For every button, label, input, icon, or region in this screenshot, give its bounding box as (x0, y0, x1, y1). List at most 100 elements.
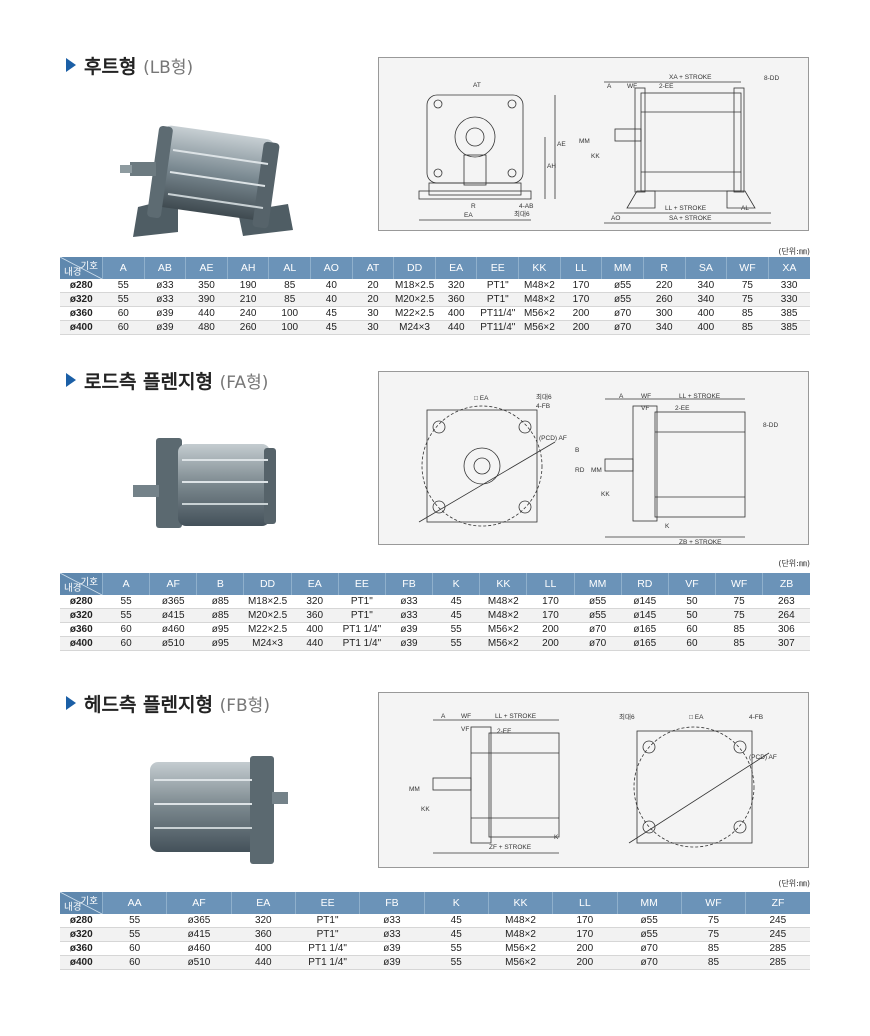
svg-text:MM: MM (591, 467, 602, 474)
value-cell: PT1 1/4" (295, 955, 360, 970)
column-header: AT (351, 257, 394, 279)
svg-text:LL + STROKE: LL + STROKE (665, 205, 707, 212)
svg-text:KK: KK (421, 806, 430, 813)
value-cell: 200 (526, 622, 575, 637)
value-cell: 85 (681, 941, 746, 956)
value-cell: ø85 (196, 595, 244, 609)
value-cell: 45 (424, 914, 489, 928)
value-cell: 340 (643, 320, 686, 335)
bore-cell: ø360 (60, 941, 103, 956)
value-cell: ø70 (574, 622, 622, 637)
value-cell: 340 (685, 292, 727, 307)
svg-text:최대6: 최대6 (619, 712, 635, 721)
value-cell: PT1" (295, 914, 360, 928)
column-header: B (196, 573, 244, 595)
column-header: LL (526, 573, 575, 595)
bore-cell: ø400 (60, 955, 103, 970)
value-cell: ø95 (196, 622, 244, 637)
svg-text:AH: AH (547, 163, 556, 170)
svg-text:KK: KK (591, 153, 600, 160)
svg-text:A: A (607, 83, 612, 90)
value-cell: 75 (681, 927, 746, 942)
value-cell: 60 (102, 622, 150, 637)
value-cell: 55 (424, 941, 489, 956)
value-cell: 170 (560, 279, 602, 293)
column-header: MM (616, 892, 682, 914)
svg-text:SA + STROKE: SA + STROKE (669, 215, 712, 222)
column-header: XA (767, 257, 810, 279)
value-cell: 40 (310, 292, 353, 307)
value-cell: 285 (745, 941, 810, 956)
value-cell: 400 (291, 622, 339, 637)
value-cell: 320 (291, 595, 339, 609)
value-cell: 170 (526, 595, 575, 609)
section-title-type: (LB형) (143, 58, 194, 78)
value-cell: 55 (102, 279, 145, 293)
svg-text:4-AB: 4-AB (519, 203, 533, 210)
column-header: KK (479, 573, 527, 595)
section-title-type: (FB형) (219, 696, 270, 716)
value-cell: M20×2.5 (243, 608, 292, 623)
value-cell: PT1" (476, 279, 519, 293)
value-cell: ø460 (166, 941, 232, 956)
value-cell: 45 (310, 320, 353, 335)
value-cell: ø33 (144, 279, 186, 293)
column-header: LL (559, 257, 602, 279)
value-cell: 75 (681, 914, 746, 928)
svg-text:K: K (554, 834, 559, 841)
value-cell: ø33 (144, 292, 186, 307)
section-title-text: 로드측 플렌지형 (84, 371, 213, 393)
svg-text:4-FB: 4-FB (749, 714, 763, 721)
value-cell: 320 (231, 914, 296, 928)
value-cell: 263 (762, 595, 810, 609)
value-cell: ø165 (621, 622, 669, 637)
value-cell: M48×2 (488, 927, 553, 942)
value-cell: PT1" (295, 927, 360, 942)
value-cell: 300 (643, 306, 686, 321)
value-cell: 480 (185, 320, 228, 335)
value-cell: 60 (102, 320, 145, 335)
cylinder-photo-fb (150, 756, 288, 864)
value-cell: M18×2.5 (243, 595, 292, 609)
column-header: AO (310, 257, 353, 279)
value-cell: 390 (185, 292, 228, 307)
corner-diagonal (60, 892, 102, 914)
value-cell: 260 (643, 292, 686, 307)
value-cell: ø415 (166, 927, 232, 942)
value-cell: 440 (185, 306, 228, 321)
value-cell: M48×2 (479, 595, 527, 609)
value-cell: 60 (102, 941, 167, 956)
column-header: AF (166, 892, 232, 914)
svg-text:A: A (619, 393, 624, 400)
bore-cell: ø400 (60, 636, 103, 651)
value-cell: 200 (552, 955, 617, 970)
triangle-bullet-icon (66, 58, 76, 72)
section-title-fb: 헤드측 플렌지형 (FB형) (66, 690, 270, 717)
column-header: K (423, 892, 489, 914)
value-cell: 200 (526, 636, 575, 651)
cylinder-photo-lb (120, 125, 293, 237)
value-cell: 55 (102, 927, 167, 942)
svg-text:WF: WF (641, 393, 651, 400)
value-cell: 240 (227, 306, 269, 321)
value-cell: 190 (227, 279, 269, 293)
value-cell: PT11/4" (476, 320, 519, 335)
svg-text:RD: RD (575, 467, 585, 474)
value-cell: 55 (432, 622, 480, 637)
value-cell: 55 (102, 914, 167, 928)
value-cell: 30 (352, 320, 394, 335)
value-cell: PT1" (338, 595, 386, 609)
value-cell: 75 (726, 292, 769, 307)
column-header: EE (476, 257, 519, 279)
svg-text:R: R (471, 203, 476, 210)
column-header: A (101, 573, 150, 595)
value-cell: 20 (352, 292, 394, 307)
value-cell: 55 (432, 636, 480, 651)
